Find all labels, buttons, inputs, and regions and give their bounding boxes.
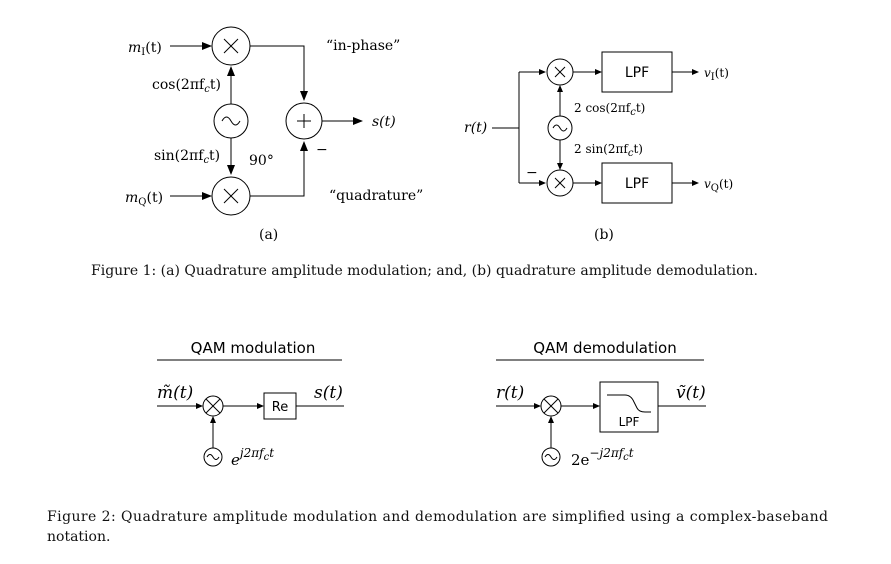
fig1b-sin-label: 2 sin(2πfct) (574, 142, 643, 159)
fig1a-path-quadrature (250, 141, 308, 197)
fig1a-input-i: mI(t) (128, 40, 162, 58)
fig1a-panel-label: (a) (259, 227, 278, 243)
times-icon (543, 398, 559, 414)
times-icon (554, 177, 566, 189)
fig2-demod-lpf-label: LPF (619, 415, 640, 429)
fig2-demod-title: QAM demodulation (533, 339, 676, 357)
tilde-icon (552, 124, 568, 132)
fig1a-quadrature-label: “quadrature” (329, 188, 423, 204)
fig2-modulation: QAM modulation m̃(t) Re s(t) ej2πfct (157, 339, 344, 469)
fig1a-diagram: mI(t) cos(2πfct) sin(2πfct) 90° mQ(t) s(… (125, 26, 423, 243)
fig2-mod-re-label: Re (272, 400, 288, 415)
times-icon (223, 188, 239, 204)
fig1a-input-q: mQ(t) (125, 190, 163, 208)
fig1a-inphase-label: “in-phase” (326, 38, 400, 54)
fig2-demodulation: QAM demodulation r(t) LPF ṽ(t) 2e−j2πfct (496, 339, 706, 469)
lowpass-response-icon (607, 394, 651, 413)
fig2-mod-input: m̃(t) (157, 383, 193, 403)
times-icon (554, 66, 566, 78)
fig1a-cos-label: cos(2πfct) (152, 77, 221, 95)
fig1b-lpf-top (601, 51, 673, 93)
fig1b-lpf-bottom (601, 162, 673, 204)
fig2-demod-input: r(t) (496, 383, 524, 403)
fig2-demod-output: ṽ(t) (676, 383, 706, 403)
fig1b-output-i: vI(t) (704, 66, 729, 83)
fig2-mod-osc-label: ej2πfct (231, 446, 274, 469)
fig2-mod-output: s(t) (314, 383, 343, 403)
fig1a-sin-label: sin(2πfct) (154, 148, 220, 166)
figure2-caption-line1: Figure 2: Quadrature amplitude modulatio… (47, 509, 828, 525)
fig1b-lpf-top-label: LPF (625, 65, 649, 81)
fig2-demod-lpf-block (599, 381, 659, 433)
fig1b-lpf-bottom-label: LPF (625, 176, 649, 192)
fig1a-minus: − (316, 142, 328, 158)
fig1a-phase-shift: 90° (249, 153, 274, 169)
times-icon (205, 398, 221, 414)
times-icon (223, 38, 239, 54)
fig2-demod-osc-label: 2e−j2πfct (571, 446, 634, 469)
fig1a-path-inphase (250, 45, 308, 101)
figure1-caption: Figure 1: (a) Quadrature amplitude modul… (91, 263, 758, 279)
fig1b-diagram: r(t) − LPF vI(t) 2 cos(2πfct) 2 sin(2πfc… (464, 51, 733, 243)
figure2-caption-line2: notation. (47, 529, 110, 545)
tilde-icon (544, 454, 558, 460)
fig2-mod-title: QAM modulation (191, 339, 316, 357)
fig1b-output-q: vQ(t) (704, 177, 733, 194)
fig1b-minus: − (526, 165, 538, 181)
tilde-icon (221, 116, 241, 126)
fig1b-panel-label: (b) (594, 227, 614, 243)
tilde-icon (206, 454, 220, 460)
fig1a-output: s(t) (372, 114, 396, 130)
fig1b-cos-label: 2 cos(2πfct) (574, 101, 645, 118)
fig1b-input: r(t) (464, 120, 487, 136)
